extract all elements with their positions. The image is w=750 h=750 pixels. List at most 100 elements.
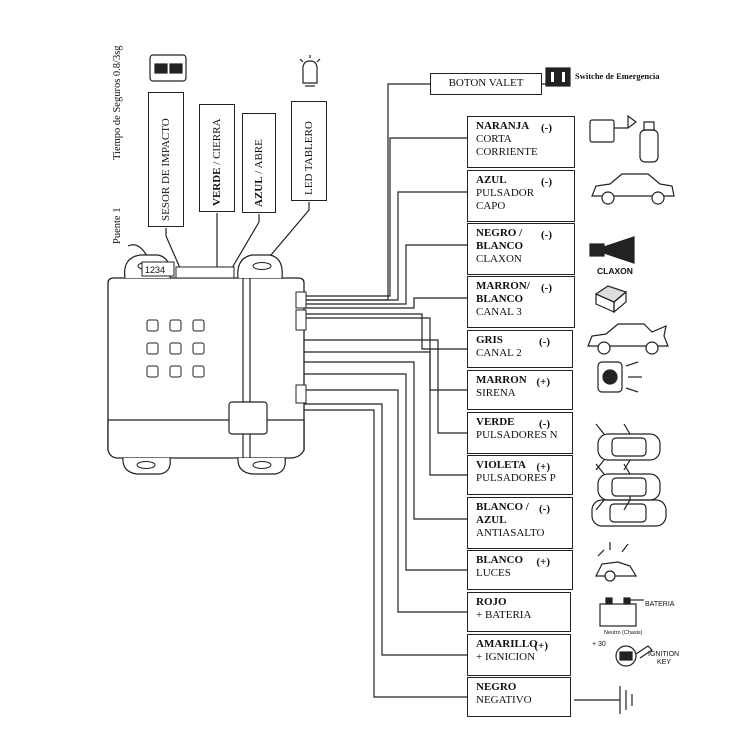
emergency-switch-icon [545, 67, 571, 87]
wire-function: PULSADOR CAPO [476, 187, 535, 212]
wire-function: ANTIASALTO [476, 527, 545, 539]
wire-function: LUCES [476, 567, 511, 579]
wire-box: BLANCO / AZUL(-)ANTIASALTO [467, 497, 573, 549]
wire-function: + IGNICION [476, 651, 536, 663]
unit-led-square [146, 342, 159, 355]
unit-led-square [169, 319, 182, 332]
wire-function: PULSADORES P [476, 472, 556, 484]
wire-color-name: VERDE [476, 416, 515, 428]
alarm-unit [107, 254, 307, 475]
wire-box: AZUL (-) PULSADOR CAPO [467, 170, 575, 222]
unit-led-square [169, 365, 182, 378]
connector-numbers: 1234 [145, 265, 166, 275]
lock-label: VERDE / CIERRA [211, 119, 223, 206]
wire-line [304, 297, 467, 309]
unit-led-square [192, 342, 205, 355]
wire-box: AMARILLO(+)+ IGNICION [467, 634, 571, 676]
wire-polarity: (+) [536, 376, 550, 388]
relay-coil-icon [589, 114, 659, 163]
unlock-label-part: / ABRE [253, 139, 265, 177]
ignition-key-label: IGNITION [648, 651, 680, 658]
wire-line [304, 409, 467, 698]
emergency-switch-label: Switche de Emergencia [575, 71, 660, 81]
wire-color-name: AZUL [476, 174, 507, 186]
horn-icon [589, 236, 635, 264]
wire-polarity: (-) [541, 282, 552, 294]
wire-function: CORTA CORRIENTE [476, 133, 538, 158]
wire-function: SIRENA [476, 387, 516, 399]
car-side-icon [591, 173, 675, 205]
unit-led-square [192, 319, 205, 332]
wire-box: ROJO+ BATERIA [467, 592, 571, 632]
wire-function: NEGATIVO [476, 694, 532, 706]
wire-line [304, 361, 467, 520]
wire-line [304, 137, 467, 297]
battery-sub-label: Neutro (Chasis) [604, 630, 643, 636]
wire-color-name: VIOLETA [476, 459, 526, 471]
impact-sensor-box: SESOR DE IMPACTO [148, 92, 184, 227]
wire-polarity: (-) [541, 176, 552, 188]
wire-line [304, 191, 467, 301]
wire-polarity: (-) [539, 503, 550, 515]
wire-line [304, 317, 467, 391]
wire-color-name: NARANJA [476, 120, 530, 132]
wire-line [304, 339, 467, 434]
unlock-box: AZUL / ABRE [242, 113, 276, 213]
wire-color-name: GRIS [476, 334, 503, 346]
wire-box: NARANJA (-)CORTA CORRIENTE [467, 116, 575, 168]
wire-box: VIOLETA (+)PULSADORES P [467, 455, 573, 495]
wire-function: CLAXON [476, 253, 522, 265]
wire-polarity: (-) [539, 336, 550, 348]
top-wire [231, 214, 260, 269]
impact-sensor-label: SESOR DE IMPACTO [160, 118, 172, 221]
ignition-key-label-2: KEY [657, 659, 672, 666]
module-box-icon [594, 285, 628, 314]
unlock-label: AZUL / ABRE [253, 139, 265, 207]
valet-button: BOTON VALET [430, 73, 542, 95]
top-wire [259, 202, 310, 269]
unit-led-square [169, 342, 182, 355]
wire-line [304, 403, 467, 656]
battery-icon [599, 597, 644, 627]
ignition-key-icon [615, 645, 653, 667]
unlock-label-part: AZUL [253, 176, 265, 207]
battery-label: BATERIA [645, 601, 675, 608]
car-top-doors-icon [595, 463, 661, 511]
wire-color-name: NEGRO / BLANCO [476, 227, 524, 252]
impact-sensor-icon [149, 54, 187, 82]
wire-polarity: (+) [536, 556, 550, 568]
led-label-part: LED TABLERO [303, 121, 315, 195]
lock-label-part: / CIERRA [211, 118, 223, 168]
car-top-doors-icon [595, 423, 661, 471]
wire-color-name: BLANCO [476, 554, 524, 566]
wire-line [304, 313, 467, 350]
ground-icon [574, 686, 633, 714]
wire-box: GRIS(-)CANAL 2 [467, 330, 573, 368]
top-wire [165, 228, 181, 269]
siren-icon [597, 361, 642, 393]
impact-label-part: SESOR DE IMPACTO [160, 118, 172, 221]
claxon-icon-label: CLAXON [597, 266, 633, 276]
lock-label-part: VERDE [211, 167, 223, 206]
wire-polarity: (+) [536, 461, 550, 473]
wire-function: CANAL 3 [476, 306, 522, 318]
unit-led-square [146, 365, 159, 378]
wire-function: PULSADORES N [476, 429, 558, 441]
wire-line [304, 389, 467, 613]
wire-polarity: (-) [541, 229, 552, 241]
wire-box: MARRON (+) SIRENA [467, 370, 573, 410]
wire-box: MARRON/ BLANCO(-)CANAL 3 [467, 276, 575, 328]
wire-polarity: (+) [534, 640, 548, 652]
unit-led-square [192, 365, 205, 378]
wire-line [304, 373, 467, 571]
wire-color-name: MARRON [476, 374, 527, 386]
wire-polarity: (-) [541, 122, 552, 134]
ignition-plus-label: + 30 [592, 641, 606, 648]
wire-color-name: AMARILLO [476, 638, 538, 650]
unit-led-grid [146, 319, 205, 378]
car-top-icon [591, 496, 667, 527]
wire-box: BLANCO (+) LUCES [467, 550, 573, 590]
